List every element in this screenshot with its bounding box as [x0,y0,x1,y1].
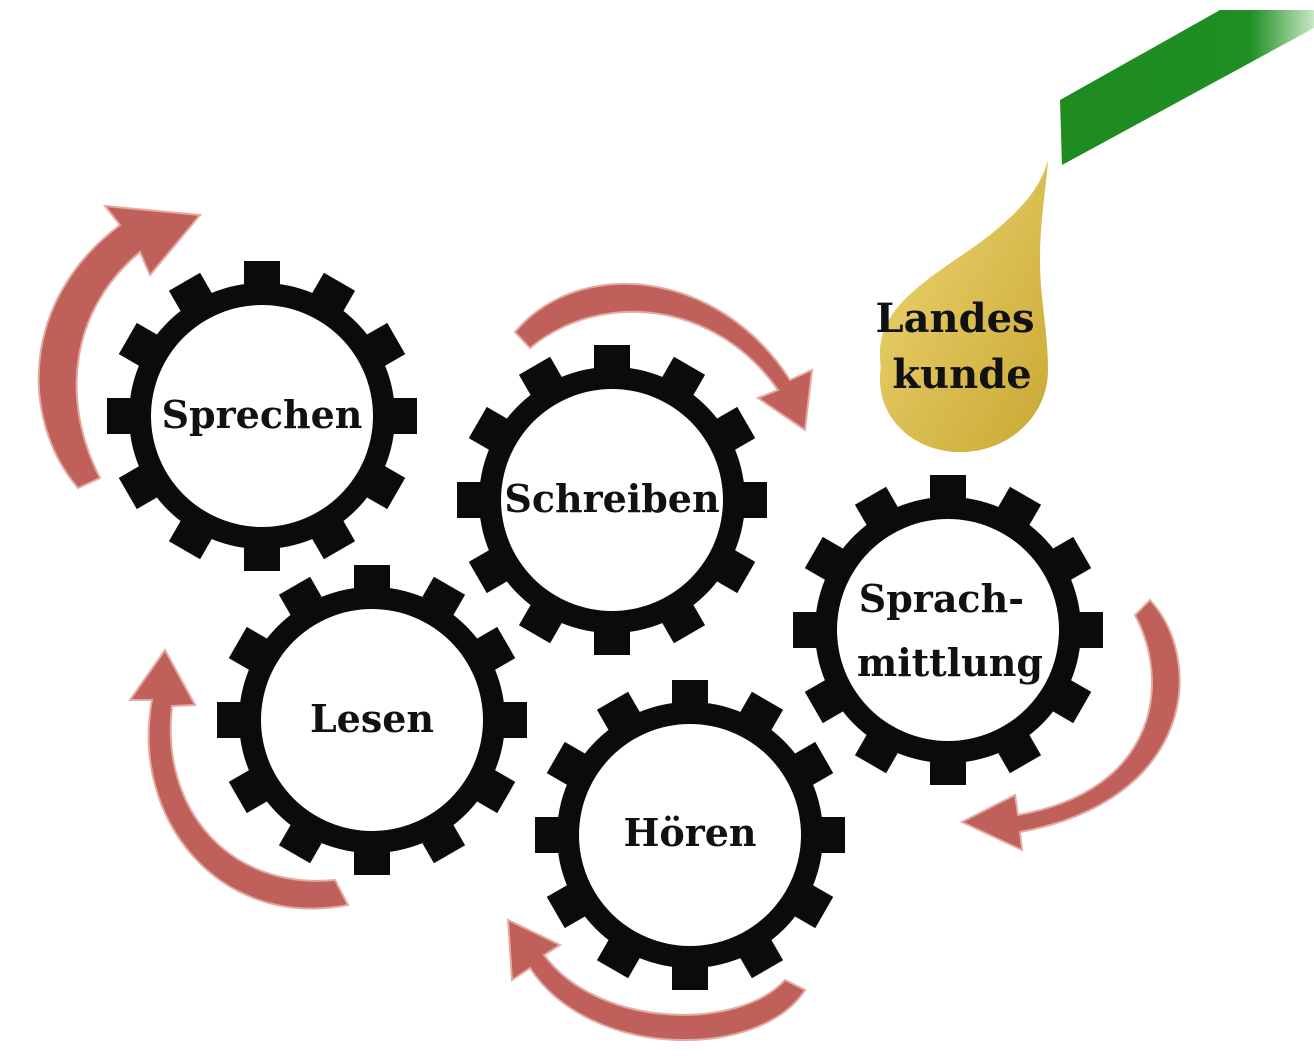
gear-label-schreiben-line: Schreiben [504,476,719,521]
gear-label-sprachmittlung-line-1: Sprach- [859,576,1024,621]
gear-face [261,609,483,831]
arrow-schreiben [513,282,814,432]
pipe-shape [1060,10,1314,165]
drop-label-line-2: kunde [892,351,1031,398]
gear-label-schreiben: Schreiben [504,476,719,521]
gear-schreiben [457,345,767,655]
gear-face [151,305,373,527]
arrow-sprechen [37,204,202,490]
gear-face [579,724,801,946]
gears-layer [107,261,1103,990]
drop-label: Landes kunde [876,295,1049,398]
gear-label-lesen-line: Lesen [310,696,434,741]
drop-shape-body [880,160,1048,452]
gear-label-sprachmittlung-line-2: mittlung [857,640,1043,685]
gear-label-sprachmittlung: Sprach- mittlung [857,576,1043,685]
gear-label-lesen: Lesen [310,696,434,741]
gear-face [837,519,1059,741]
gear-label-sprechen-line: Sprechen [162,392,363,437]
gear-face [501,389,723,611]
gear-hoeren [535,680,845,990]
gear-lesen [217,565,527,875]
gear-sprechen [107,261,417,571]
arrow-hoeren [506,918,807,1041]
arrows-layer [37,204,1181,1041]
arrow-sprachmittlung [959,598,1181,852]
arrow-lesen [128,648,350,910]
drop-label-line-1: Landes [876,295,1035,342]
gear-label-hoeren: Hören [623,810,756,855]
gear-label-hoeren-line: Hören [623,810,756,855]
gear-sprachmittlung [793,475,1103,785]
gear-label-sprechen: Sprechen [162,392,363,437]
